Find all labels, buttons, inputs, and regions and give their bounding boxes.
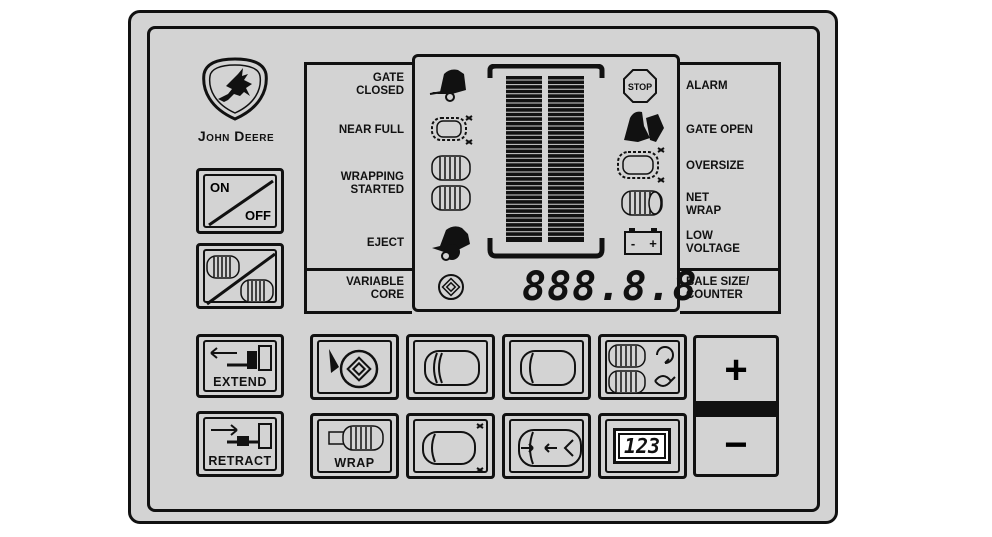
plus-sign: +	[724, 348, 748, 392]
bale-size-counter-label: BALE SIZE/COUNTER	[686, 276, 750, 301]
extend-button[interactable]: EXTEND	[196, 334, 284, 398]
plus-minus-divider	[693, 401, 779, 417]
bale-size-button[interactable]	[406, 413, 495, 479]
extend-arrow-icon	[210, 345, 272, 371]
variable-core-button[interactable]	[310, 334, 399, 400]
battery-minus: -	[631, 236, 635, 251]
retract-button[interactable]: RETRACT	[196, 411, 284, 477]
john-deere-logo	[198, 56, 272, 122]
right-label-bracket	[680, 62, 781, 271]
near-full-label: NEAR FULL	[338, 124, 404, 136]
bale-fill-bargraph	[487, 64, 605, 259]
core-size-button[interactable]	[502, 413, 591, 479]
bale-cancel-icon	[206, 252, 276, 306]
wrapping-started-icon	[431, 155, 471, 211]
core-size-icon	[518, 429, 582, 467]
bale-icon	[424, 350, 480, 386]
wrap-label: WRAP	[334, 456, 375, 470]
off-label: OFF	[245, 208, 271, 223]
plus-button[interactable]: +	[693, 335, 779, 403]
retract-label: RETRACT	[208, 454, 272, 468]
bale-button-2[interactable]	[502, 334, 591, 400]
on-label: ON	[210, 180, 230, 195]
variable-core-icon	[438, 274, 464, 300]
right-label-bracket-bottom	[680, 268, 781, 314]
oversize-label: OVERSIZE	[686, 160, 745, 172]
stop-sign-text: STOP	[628, 82, 652, 92]
wrap-button[interactable]: WRAP	[310, 413, 399, 479]
variable-core-button-icon	[329, 349, 379, 389]
brand-name: John Deere	[197, 128, 275, 144]
digital-readout: 888.8.8	[522, 264, 698, 310]
net-wrap-icon	[621, 190, 663, 216]
eject-icon	[432, 226, 470, 261]
bale-toggle-button[interactable]	[196, 243, 284, 309]
left-label-bracket	[304, 62, 412, 271]
bale-icon	[520, 350, 576, 386]
left-label-bracket-bottom	[304, 268, 412, 314]
battery-plus: +	[649, 236, 657, 251]
extend-label: EXTEND	[213, 375, 267, 389]
gate-open-icon	[624, 111, 664, 142]
wrap-icon	[328, 425, 384, 451]
gate-closed-icon	[429, 69, 466, 102]
oversize-icon	[617, 147, 665, 183]
near-full-icon	[431, 115, 473, 145]
control-panel-inner-border	[147, 26, 820, 512]
on-off-button[interactable]: ON OFF	[196, 168, 284, 234]
bale-button-1[interactable]	[406, 334, 495, 400]
alarm-label: ALARM	[686, 80, 728, 92]
wrap-cycle-button[interactable]	[598, 334, 687, 400]
minus-button[interactable]: −	[693, 417, 779, 477]
retract-arrow-icon	[211, 423, 272, 449]
bale-size-icon	[422, 423, 484, 473]
wrap-cycle-icon	[608, 344, 676, 394]
eject-label: EJECT	[366, 237, 404, 249]
battery-icon: - +	[624, 228, 662, 255]
counter-digits: 123	[618, 433, 666, 459]
stop-icon: STOP	[623, 69, 657, 103]
minus-sign: −	[724, 423, 748, 467]
gate-open-label: GATE OPEN	[686, 124, 753, 136]
counter-button[interactable]: 123	[598, 413, 687, 479]
